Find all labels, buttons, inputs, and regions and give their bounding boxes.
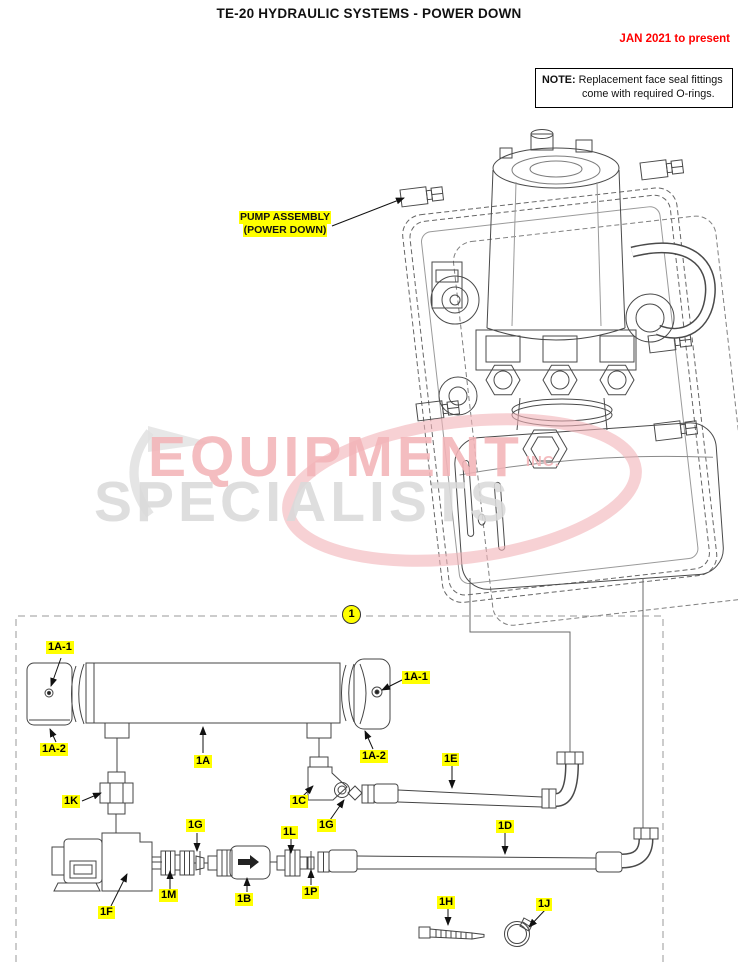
part-label-1p: 1P xyxy=(302,886,320,899)
cable-tie-1h-drawing xyxy=(418,926,485,940)
part-label-1m: 1M xyxy=(159,889,179,902)
pump-assembly-drawing xyxy=(399,129,738,828)
part-label-1c: 1C xyxy=(290,795,309,808)
cylinder-drawing xyxy=(26,658,391,772)
mounting-clips xyxy=(399,159,699,442)
part-label-1f: 1F xyxy=(98,906,115,919)
part-label-1d: 1D xyxy=(496,820,515,833)
motor-drawing xyxy=(486,129,626,341)
part-label-1a2-right: 1A-2 xyxy=(360,750,388,763)
assembly-ref-badge: 1 xyxy=(342,605,361,624)
watermark-swoosh xyxy=(129,413,642,567)
note-text2: come with required O-rings. xyxy=(582,88,715,101)
bracket-drawing xyxy=(430,261,480,416)
part-label-1j: 1J xyxy=(536,898,553,911)
part-label-1k: 1K xyxy=(62,795,81,808)
leader-lines xyxy=(49,197,546,928)
check-valve-1b-drawing xyxy=(207,845,277,880)
note-text1: Replacement face seal fittings xyxy=(578,74,723,86)
part-label-1a1-right: 1A-1 xyxy=(402,671,430,684)
pump-callout-line1: PUMP ASSEMBLY xyxy=(238,211,332,225)
pump-assembly-callout: PUMP ASSEMBLY (POWER DOWN) xyxy=(236,211,334,238)
fitting-1k-drawing xyxy=(99,771,134,833)
part-label-1a: 1A xyxy=(194,755,213,768)
manifold-1f-drawing xyxy=(51,832,162,892)
note-box: NOTE: Replacement face seal fittings com… xyxy=(535,68,733,108)
part-label-1a2-left: 1A-2 xyxy=(40,743,68,756)
note-label: NOTE: xyxy=(542,74,576,86)
part-label-1l: 1L xyxy=(281,826,298,839)
hose-1d-drawing xyxy=(317,827,659,873)
date-range: JAN 2021 to present xyxy=(619,33,730,45)
page-title: TE-20 HYDRAULIC SYSTEMS - POWER DOWN xyxy=(216,6,522,21)
fitting-1m-drawing xyxy=(151,850,208,876)
hose-1e-drawing xyxy=(307,751,584,809)
part-label-1g-right: 1G xyxy=(317,819,336,832)
part-label-1b: 1B xyxy=(235,893,254,906)
part-label-1g-left: 1G xyxy=(186,819,205,832)
part-label-1h: 1H xyxy=(437,896,456,909)
valve-block-drawing xyxy=(475,329,637,396)
note-line1: NOTE: Replacement face seal fittings xyxy=(542,73,728,87)
part-label-1a1-left: 1A-1 xyxy=(46,641,74,654)
pump-callout-line2: (POWER DOWN) xyxy=(242,224,328,238)
part-label-1e: 1E xyxy=(442,753,460,766)
hose-clamp-1j-drawing xyxy=(504,917,534,947)
parts-box-drawing xyxy=(15,615,664,962)
hose-loop-drawing xyxy=(625,242,716,343)
fitting-1l-drawing xyxy=(276,849,315,877)
